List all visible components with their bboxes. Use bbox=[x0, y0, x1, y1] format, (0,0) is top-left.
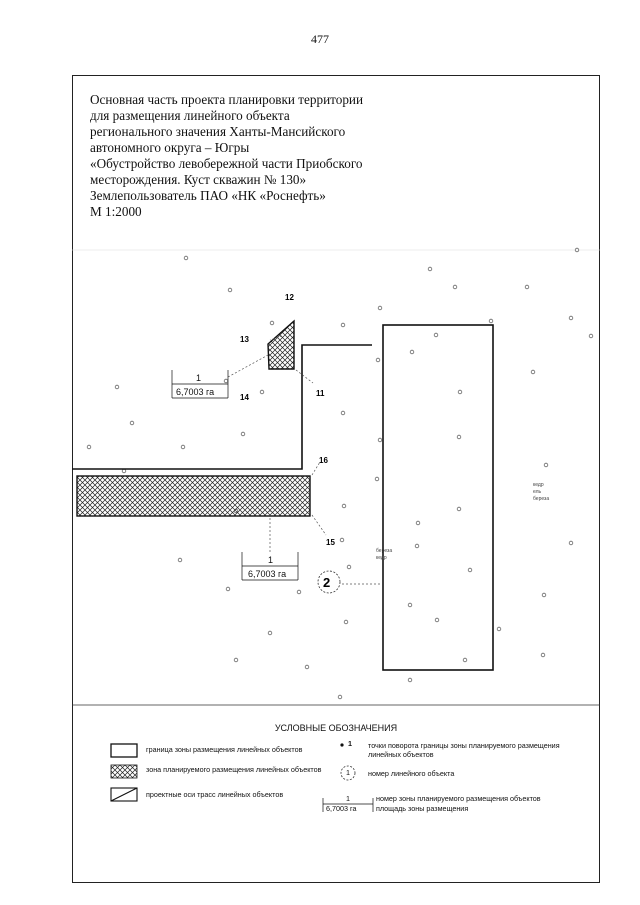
point-label-12: 12 bbox=[285, 293, 294, 302]
legend-area-text: площадь зоны размещения bbox=[376, 804, 469, 813]
point-label-16: 16 bbox=[319, 456, 328, 465]
title-line: Основная часть проекта планировки террит… bbox=[90, 92, 364, 107]
legend-axes-text: проектные оси трасс линейных объектов bbox=[146, 790, 284, 799]
title-line: автономного округа – Югры bbox=[90, 140, 250, 155]
title-line: «Обустройство левобережной части Приобск… bbox=[90, 156, 363, 171]
planned-zone-polygon-a bbox=[267, 319, 295, 370]
point-label-13: 13 bbox=[240, 335, 249, 344]
legend-title: УСЛОВНЫЕ ОБОЗНАЧЕНИЯ bbox=[274, 723, 398, 733]
legend-zone-symbol bbox=[110, 764, 138, 779]
zone-area: 6,7003 га bbox=[176, 387, 214, 397]
legend-axes-symbol bbox=[110, 787, 138, 802]
legend-zone-number-text: номер зоны планируемого размещения объек… bbox=[376, 794, 541, 803]
legend-zone-number: 1 bbox=[346, 794, 350, 803]
title-block: Основная часть проекта планировки террит… bbox=[90, 92, 430, 220]
zone-label-upper: 1 6,7003 га bbox=[171, 370, 229, 399]
legend-object-circle bbox=[340, 765, 356, 781]
veg-label: береза bbox=[376, 548, 392, 554]
zone-number: 1 bbox=[196, 373, 201, 383]
point-label-14: 14 bbox=[240, 393, 249, 402]
zone-boundary-line bbox=[72, 344, 372, 470]
zone-number: 1 bbox=[268, 555, 273, 565]
page-number: 477 bbox=[311, 32, 329, 46]
point-label-11: 11 bbox=[316, 389, 325, 398]
point-label-15: 15 bbox=[326, 538, 335, 547]
zone-label-lower: 1 6,7003 га bbox=[241, 552, 299, 581]
legend-boundary-symbol bbox=[110, 743, 138, 758]
legend-turnpoints-text: точки поворота границы зоны планируемого… bbox=[368, 741, 560, 759]
legend-point-number: 1 bbox=[348, 739, 352, 748]
veg-label: ель bbox=[533, 489, 542, 495]
legend-point-symbol bbox=[340, 743, 344, 747]
veg-label: кедр bbox=[533, 482, 544, 488]
legend-object-text: номер линейного объекта bbox=[368, 769, 455, 778]
title-line: месторождения. Куст скважин № 130» bbox=[90, 172, 307, 187]
object-number: 2 bbox=[323, 575, 330, 590]
title-line: для размещения линейного объекта bbox=[90, 108, 290, 123]
planned-zone-polygon-b bbox=[76, 475, 311, 517]
title-line: Землепользователь ПАО «НК «Роснефть» bbox=[90, 188, 326, 203]
title-line: М 1:2000 bbox=[90, 204, 142, 219]
veg-label: кедр bbox=[376, 555, 387, 561]
object-number-circle bbox=[317, 570, 341, 594]
map-frame bbox=[72, 75, 600, 883]
title-line: регионального значения Ханты-Мансийского bbox=[90, 124, 346, 139]
zone-area: 6,7003 га bbox=[248, 569, 286, 579]
legend-object-number: 1 bbox=[346, 768, 350, 777]
legend-area-symbol: 6,7003 га bbox=[326, 804, 357, 813]
vegetation-markers bbox=[86, 247, 594, 700]
legend-zone-text: зона планируемого размещения линейных об… bbox=[146, 765, 322, 774]
legend-boundary-text: граница зоны размещения линейных объекто… bbox=[146, 745, 303, 754]
veg-label: береза bbox=[533, 496, 549, 502]
zone-boundary-rect bbox=[382, 324, 494, 671]
